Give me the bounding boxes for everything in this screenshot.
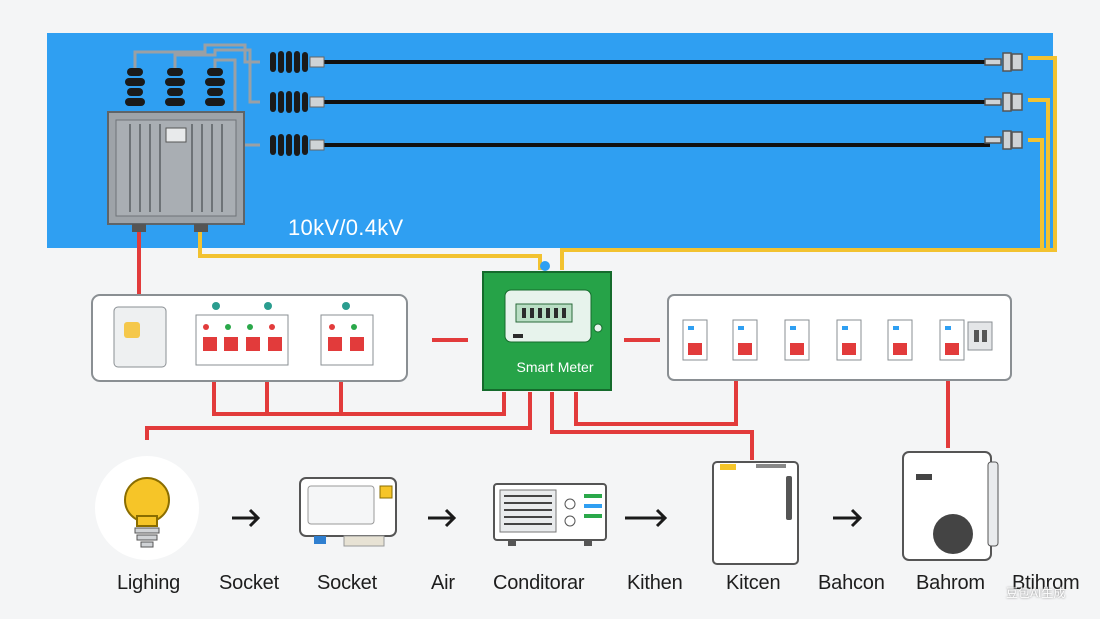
arrow-right-icon bbox=[232, 508, 863, 528]
yellow-feeder-wires bbox=[198, 56, 1057, 270]
load-label-kithen: Kithen bbox=[627, 572, 683, 594]
socket-device-icon bbox=[299, 477, 397, 547]
load-label-kitcen: Kitcen bbox=[726, 572, 781, 594]
load-label-bahrom: Bahrom bbox=[916, 572, 985, 594]
air-conditioner-icon bbox=[493, 483, 607, 546]
bulb-icon bbox=[95, 456, 199, 560]
load-label-conditorar: Conditorar bbox=[493, 572, 585, 594]
load-label-bahcon: Bahcon bbox=[818, 572, 885, 594]
smart-meter-label: Smart Meter bbox=[516, 359, 594, 375]
load-label-socket-2: Socket bbox=[317, 572, 377, 594]
load-label-air: Air bbox=[431, 572, 455, 594]
load-label-socket-1: Socket bbox=[219, 572, 279, 594]
load-label-btihrom: Btihrom bbox=[1012, 572, 1080, 594]
transformer-icon bbox=[107, 43, 260, 232]
load-label-lighting: Lighing bbox=[117, 572, 181, 594]
distribution-panel-left bbox=[91, 294, 408, 382]
smart-meter-box bbox=[482, 261, 612, 391]
overhead-power-lines bbox=[320, 60, 990, 147]
watermark-label: 豆包AI生成 bbox=[1006, 586, 1066, 600]
kitchen-appliance-icon bbox=[712, 461, 799, 565]
distribution-panel-right bbox=[667, 294, 1012, 381]
transformer-rating-label: 10kV/0.4kV bbox=[288, 215, 404, 240]
line-terminals-right bbox=[984, 52, 1023, 150]
water-heater-icon bbox=[902, 451, 999, 561]
line-insulators-left bbox=[270, 51, 325, 156]
